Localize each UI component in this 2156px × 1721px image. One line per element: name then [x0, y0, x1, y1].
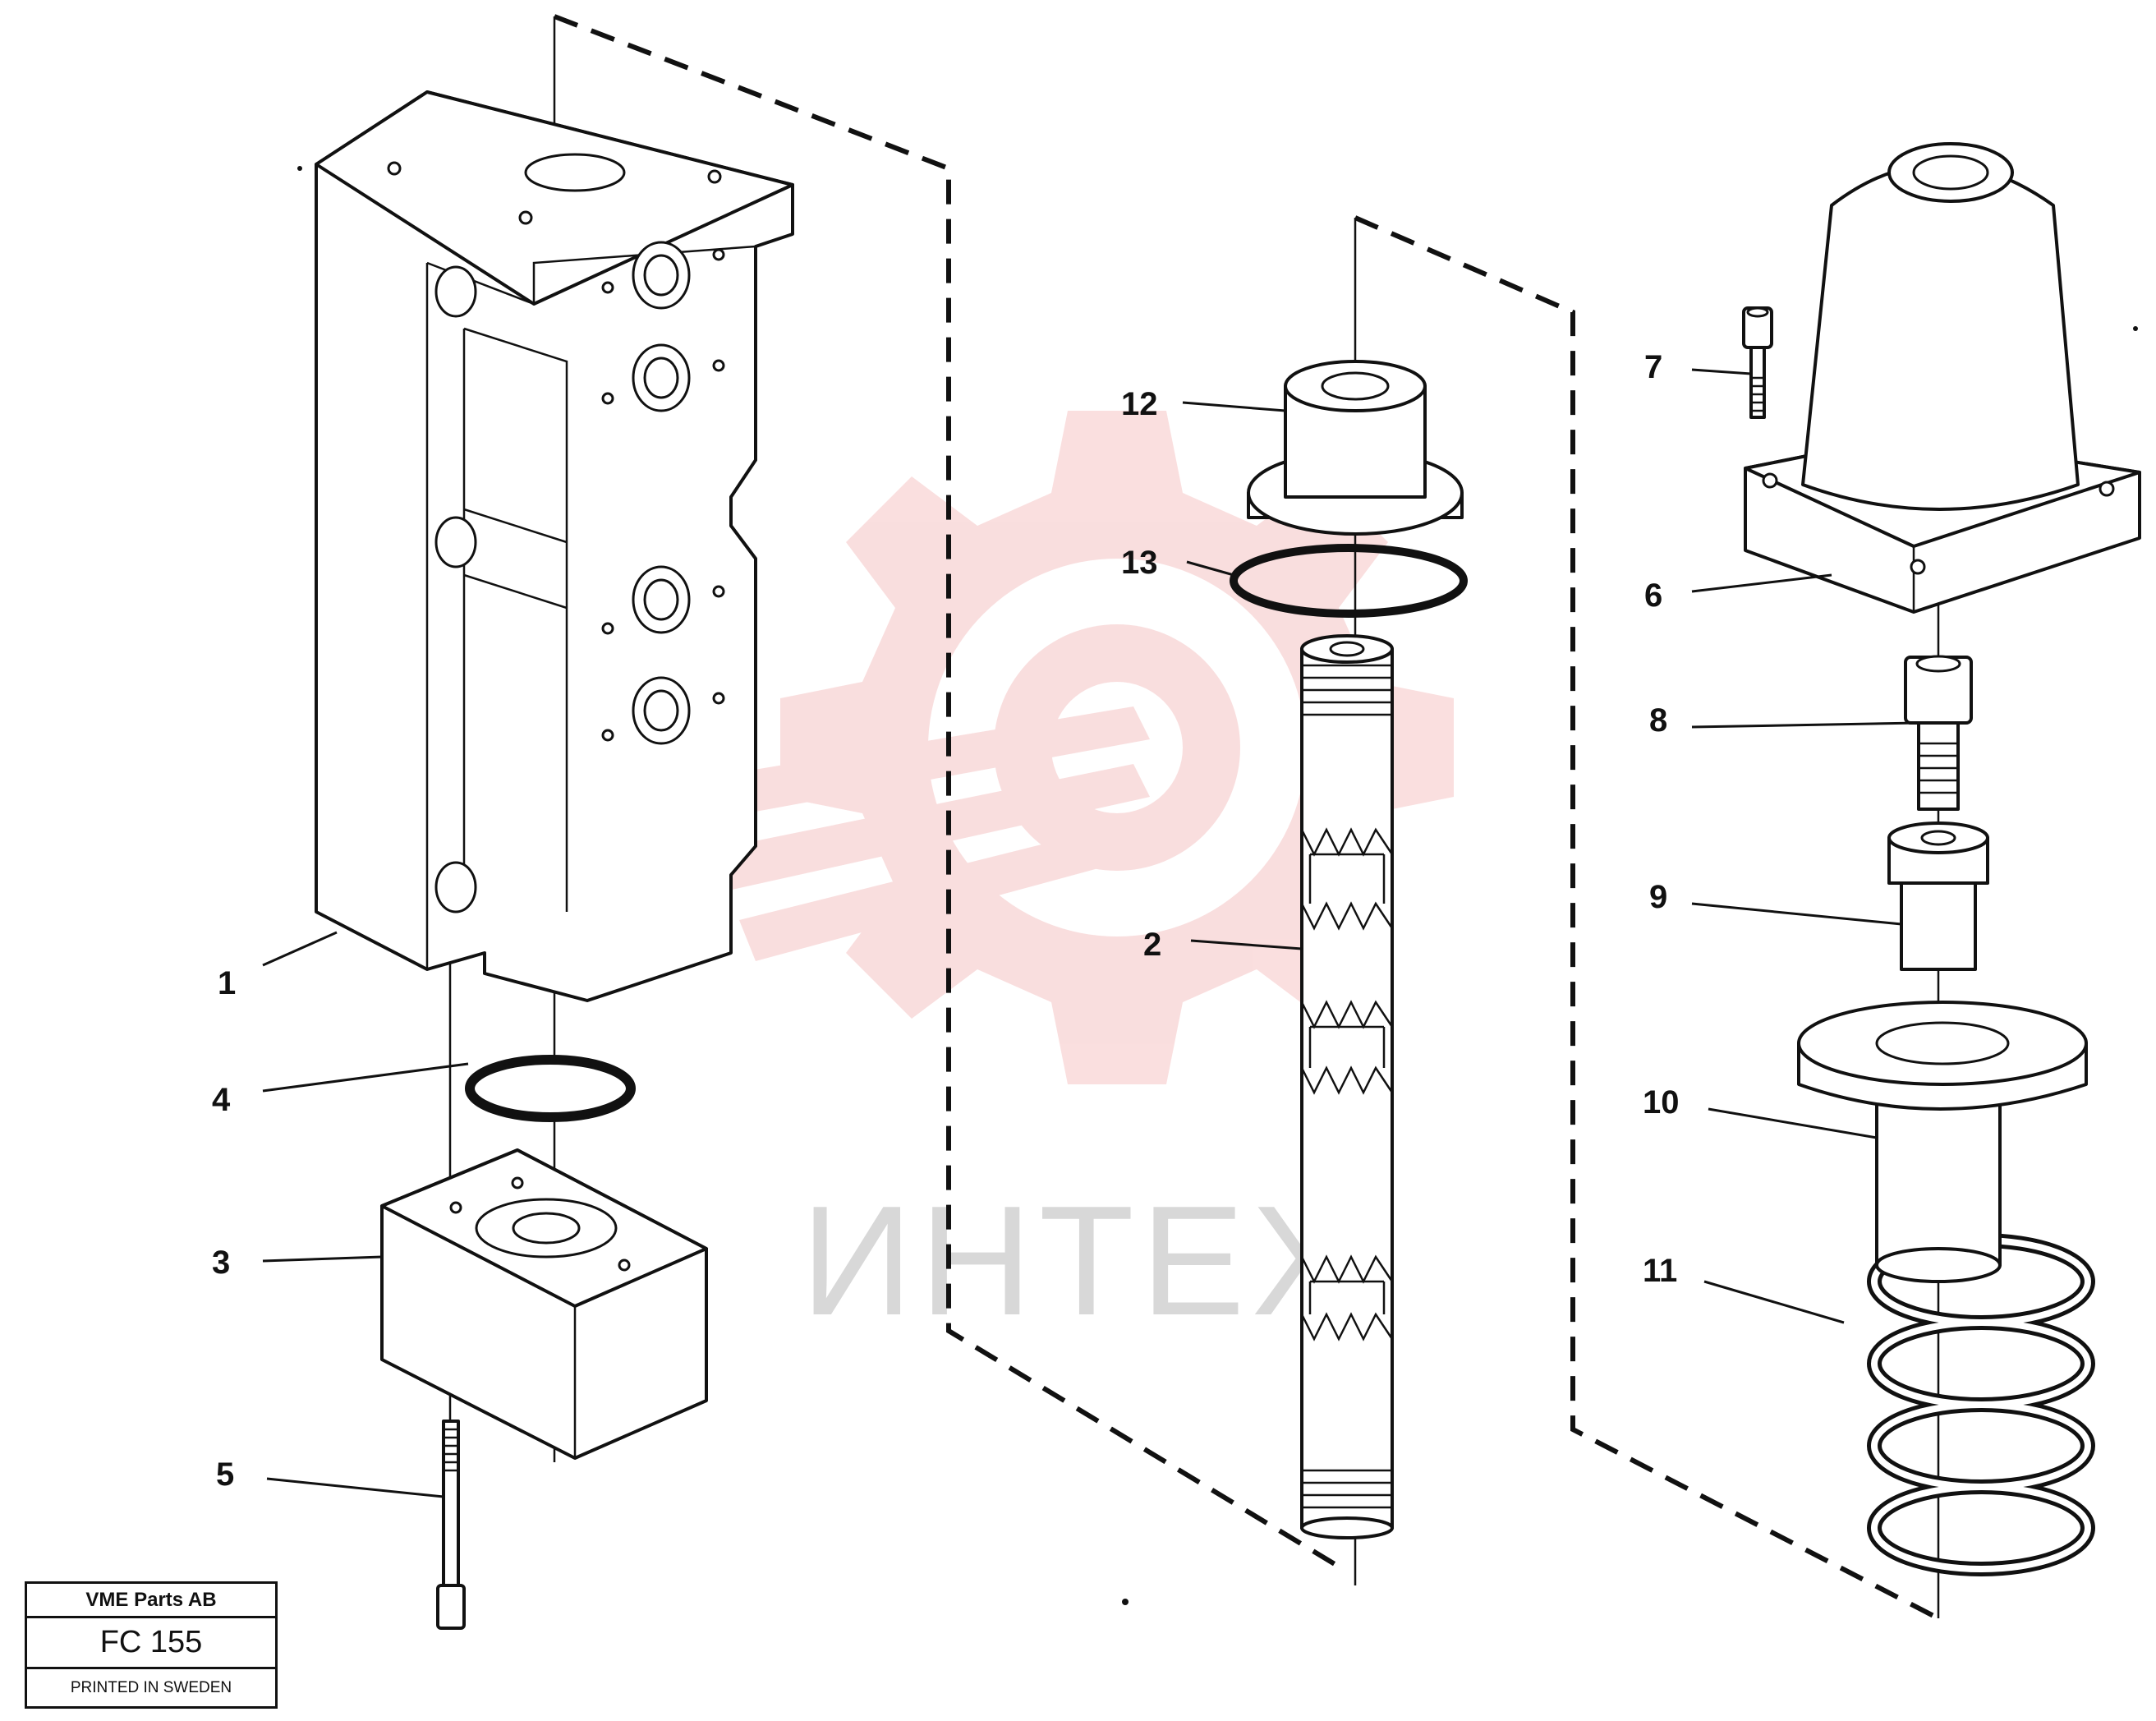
part-5-screw [436, 1420, 466, 1630]
callout-10: 10 [1643, 1084, 1680, 1120]
title-block-printed: PRINTED IN SWEDEN [70, 1678, 232, 1696]
stray-dot [1122, 1599, 1129, 1605]
leader-lines [262, 368, 1919, 1498]
part-3-block [380, 1148, 708, 1460]
callout-3: 3 [212, 1245, 230, 1281]
stray-dot [2133, 326, 2138, 331]
callout-7: 7 [1644, 349, 1662, 385]
part-7-screw [1742, 306, 1773, 419]
callout-5: 5 [216, 1456, 234, 1493]
part-12-spool-head [1247, 360, 1464, 536]
callout-11: 11 [1643, 1253, 1677, 1289]
callout-12: 12 [1121, 386, 1158, 422]
callout-6: 6 [1644, 578, 1662, 614]
part-8-screw [1904, 655, 1973, 811]
part-13-seal-ring [1230, 544, 1468, 618]
callout-9: 9 [1649, 879, 1667, 915]
stray-dot [297, 166, 302, 171]
part-1-valve-housing [315, 90, 794, 1002]
callout-8: 8 [1649, 702, 1667, 739]
title-block-figure-code: FC 155 [27, 1618, 275, 1669]
part-11-spring-inner [1871, 1237, 2091, 1572]
watermark-text: ИНТЕХ [801, 1174, 1362, 1348]
callout-2: 2 [1143, 927, 1161, 963]
part-10-spring-seat [1797, 1001, 2088, 1283]
part-9-spacer [1887, 821, 1989, 971]
part-4-o-ring [465, 1055, 636, 1122]
callout-13: 13 [1121, 545, 1158, 581]
part-2-spool [1300, 634, 1394, 1539]
part-6-cover [1744, 142, 2141, 614]
title-block: VME Parts AB FC 155 PRINTED IN SWEDEN [25, 1581, 278, 1709]
dashed-link-left [553, 14, 1345, 1571]
callout-4: 4 [212, 1082, 231, 1118]
callout-1: 1 [218, 965, 236, 1001]
dashed-link-right [1354, 215, 1940, 1621]
title-block-company: VME Parts AB [27, 1584, 275, 1618]
